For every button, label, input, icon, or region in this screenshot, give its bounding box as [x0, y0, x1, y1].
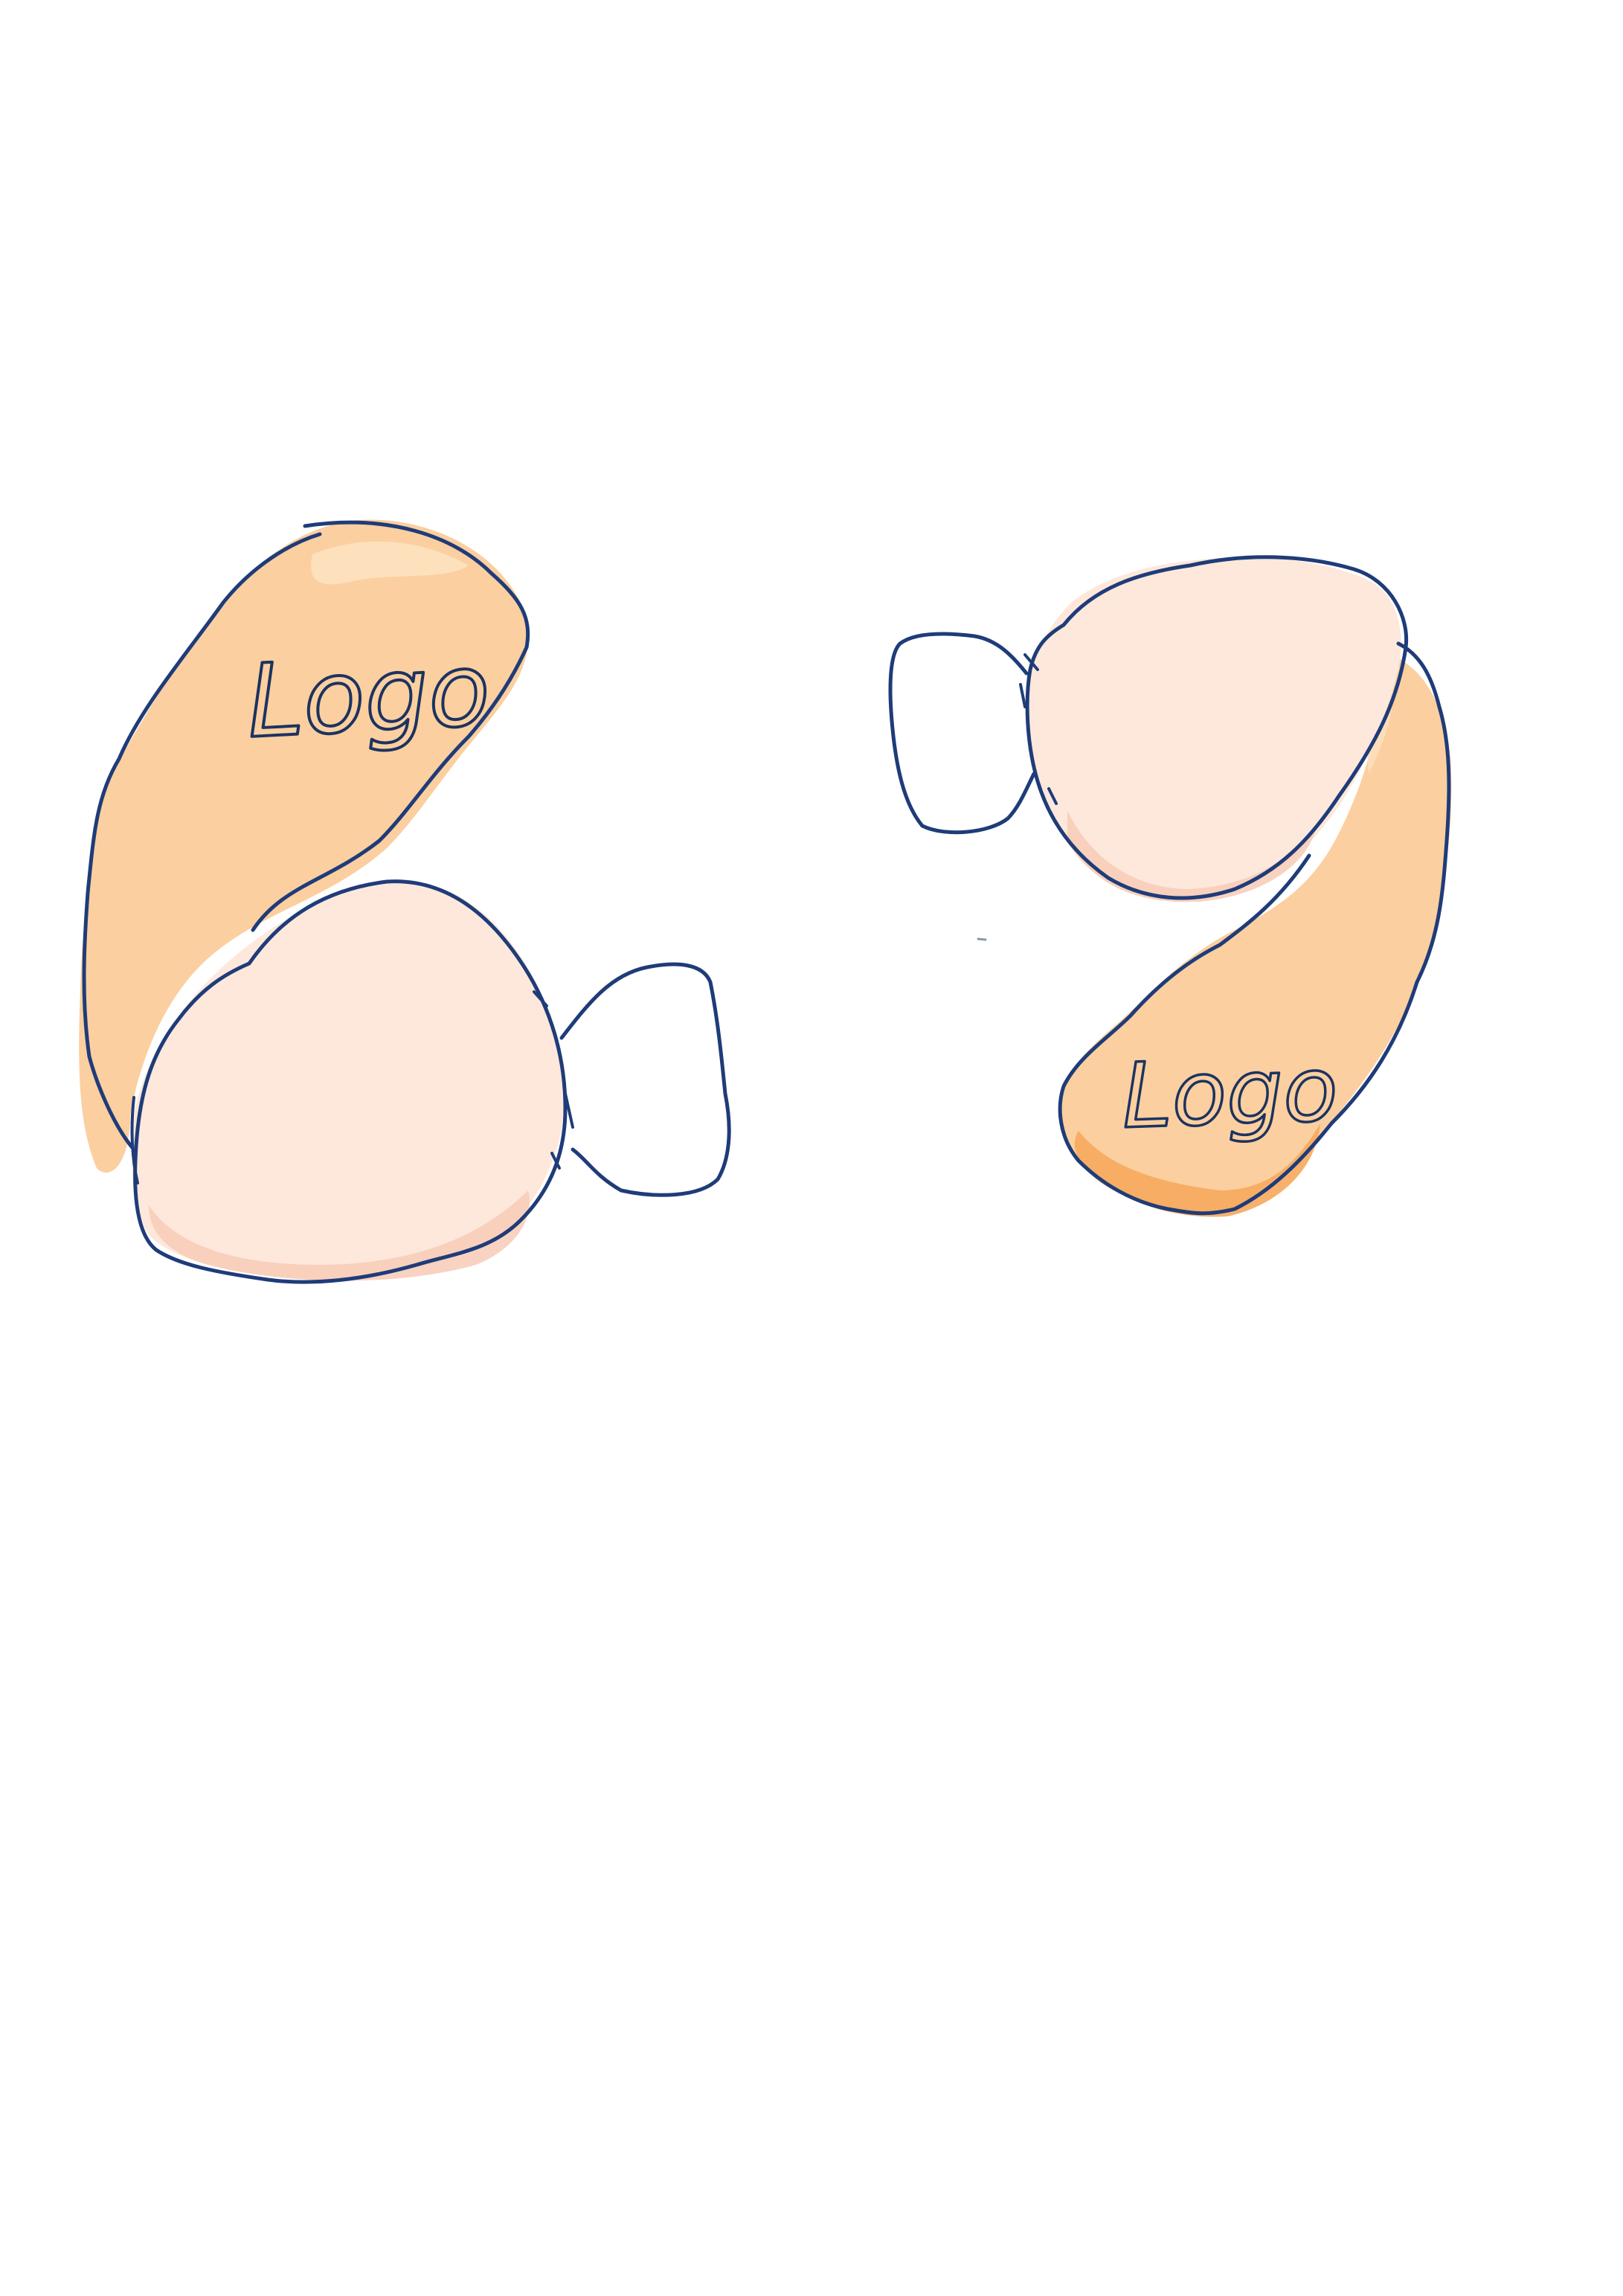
right-bulb-outline	[1025, 555, 1409, 900]
right-logo-label: Logo	[1120, 1038, 1340, 1149]
right-bulb-fill	[1026, 557, 1401, 901]
left-handle-outline	[559, 962, 731, 1197]
left-band-highlight	[311, 541, 469, 585]
left-band-fill	[79, 519, 529, 1173]
left-logo-label: Logo	[244, 631, 492, 760]
stray-mark	[977, 937, 987, 941]
left-band-outline	[82, 520, 530, 1152]
right-logo-group: Logo	[888, 555, 1452, 1217]
left-logo-group: Logo	[79, 519, 731, 1284]
left-overlap-stroke	[130, 1096, 139, 1184]
left-bulb-outline	[133, 879, 568, 1284]
right-handle-outline	[888, 632, 1036, 835]
left-tick-top	[533, 990, 574, 1170]
right-band-outline	[1058, 641, 1451, 1216]
left-bulb-fill	[132, 880, 565, 1280]
right-band-fill	[1061, 655, 1452, 1215]
right-tick-marks	[1019, 653, 1058, 805]
